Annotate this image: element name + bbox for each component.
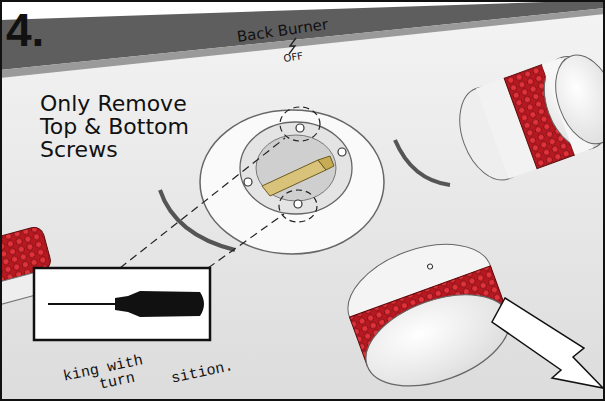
- panel-band-edge: [0, 8, 605, 78]
- leader-line: [120, 138, 285, 268]
- indicator-arc: [395, 140, 450, 185]
- valve-body: [256, 135, 336, 201]
- instruction-note: Only Remove Top & Bottom Screws: [40, 92, 220, 161]
- direction-arrow: [492, 298, 603, 388]
- callout-circle: [279, 190, 317, 222]
- right-knob: [448, 45, 605, 189]
- screws: [244, 124, 346, 208]
- valve-plate: [240, 122, 352, 214]
- valve-shaft: [262, 160, 326, 196]
- callout-circle: [280, 107, 320, 141]
- leader-line: [208, 214, 284, 268]
- panel-band: [0, 0, 605, 70]
- front-knob: [335, 226, 522, 401]
- screwdriver-icon: [48, 291, 204, 317]
- tool-inset: [34, 268, 210, 340]
- step-number: 4.: [6, 6, 44, 54]
- knob-bezel: [200, 110, 384, 254]
- valve-shaft-end: [318, 156, 334, 170]
